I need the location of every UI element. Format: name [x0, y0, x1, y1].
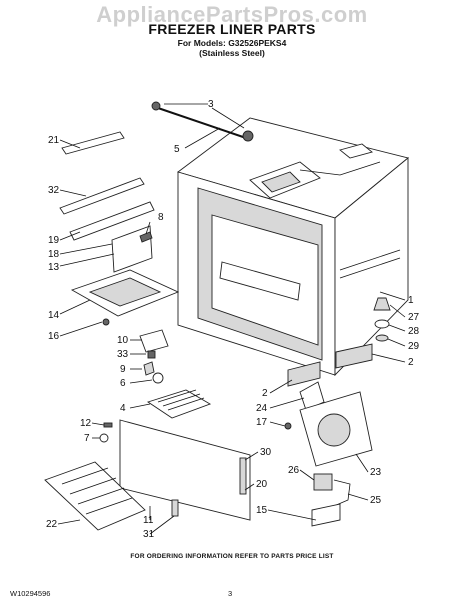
fan-part-24 [299, 381, 325, 411]
rail-part-32 [59, 177, 145, 215]
callout: 14 [48, 310, 60, 321]
bulb-part-9 [143, 361, 155, 376]
grille-part-4 [146, 389, 212, 419]
ring-part-29 [375, 334, 389, 342]
clip-part-7 [99, 433, 109, 443]
callout: 11 [143, 515, 154, 526]
callout: 18 [48, 249, 60, 260]
bracket-part-15 [311, 503, 341, 527]
callout: 33 [117, 349, 129, 360]
callout: 4 [120, 403, 126, 414]
part-33 [147, 350, 156, 359]
page-number: 3 [228, 589, 233, 598]
rail-part-19 [69, 201, 155, 241]
callout: 29 [408, 341, 420, 352]
callout: 8 [158, 212, 164, 223]
screw-part-17 [284, 422, 292, 430]
callout: 2 [408, 357, 414, 368]
callout: 15 [256, 505, 268, 516]
housing-opening [317, 413, 351, 447]
callout: 19 [48, 235, 60, 246]
callout: 10 [117, 335, 129, 346]
freezer-liner-part [177, 117, 409, 377]
cover-part-10 [139, 329, 169, 353]
screw-part-8 [139, 231, 153, 243]
callout-labels: 3 5 21 32 19 18 13 8 14 16 10 33 9 6 4 1… [46, 99, 420, 540]
callout: 9 [120, 364, 126, 375]
ring-part-28 [374, 319, 390, 329]
callout: 32 [48, 185, 60, 196]
clip-part-16 [102, 318, 110, 326]
callout: 28 [408, 326, 420, 337]
callout: 2 [262, 388, 268, 399]
callout: 21 [48, 135, 60, 146]
wire-part-25 [333, 479, 351, 507]
pad-part-2a [287, 361, 321, 387]
callout: 5 [174, 144, 180, 155]
callout: 12 [80, 418, 92, 429]
ordering-note: FOR ORDERING INFORMATION REFER TO PARTS … [130, 553, 334, 560]
document-number: W10294596 [10, 589, 51, 598]
models-line: For Models: G32526PEKS4 [177, 38, 287, 48]
callout: 20 [256, 479, 268, 490]
cap-part-3b [242, 130, 254, 142]
rod-part-5 [157, 107, 247, 139]
callout: 27 [408, 312, 420, 323]
cap-part-3a [151, 101, 161, 111]
callout: 13 [48, 262, 60, 273]
pad-part-2b [335, 343, 373, 369]
rear-panel-part-11 [119, 419, 251, 521]
callout: 17 [256, 417, 268, 428]
callout: 25 [370, 495, 382, 506]
callout: 31 [143, 529, 155, 540]
callout: 30 [260, 447, 272, 458]
callout: 6 [120, 378, 126, 389]
part-27 [373, 297, 391, 311]
callout: 3 [208, 99, 214, 110]
finish-line: (Stainless Steel) [199, 48, 265, 58]
callout: 22 [46, 519, 58, 530]
part-30 [239, 457, 247, 495]
callout: 26 [288, 465, 300, 476]
rail-part-21 [61, 131, 125, 155]
watermark: AppliancePartsPros.com [96, 2, 368, 27]
callout: 7 [84, 433, 90, 444]
socket-part-6 [152, 372, 164, 384]
callout: 24 [256, 403, 268, 414]
leader-lines [57, 103, 406, 535]
part-31 [171, 499, 179, 517]
tray-floor [88, 277, 162, 307]
callout: 23 [370, 467, 382, 478]
callout: 1 [408, 295, 414, 306]
motor-part-26 [313, 473, 333, 491]
louver-part-22 [44, 461, 146, 531]
callout: 16 [48, 331, 60, 342]
page-title: FREEZER LINER PARTS [148, 21, 316, 37]
screw-part-12 [103, 422, 113, 428]
